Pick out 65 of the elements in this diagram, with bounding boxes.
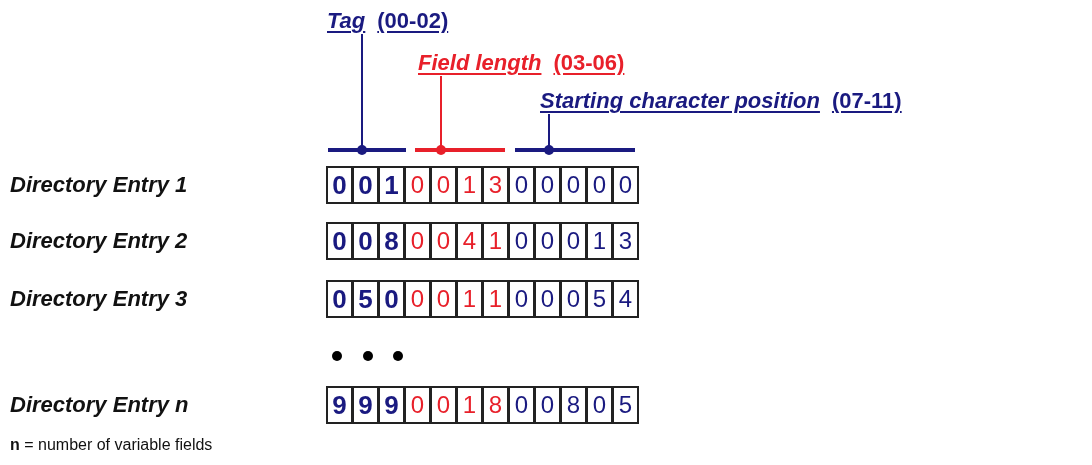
digit: 0	[404, 280, 431, 318]
digit: 0	[430, 166, 457, 204]
digit: 0	[534, 166, 561, 204]
digit: 4	[456, 222, 483, 260]
digit: 1	[456, 280, 483, 318]
digit: 0	[508, 386, 535, 424]
digit: 5	[586, 280, 613, 318]
digit: 0	[352, 222, 379, 260]
digit: 8	[560, 386, 587, 424]
bracket-bar	[515, 148, 635, 152]
row-label: Directory Entry 3	[10, 286, 188, 312]
digit: 0	[404, 222, 431, 260]
digit: 1	[456, 166, 483, 204]
digit: 1	[482, 280, 509, 318]
digit: 0	[326, 280, 353, 318]
digit: 0	[560, 222, 587, 260]
leader-line	[436, 75, 446, 155]
footnote: n = number of variable fields	[10, 436, 213, 454]
digit: 0	[586, 386, 613, 424]
digit: 0	[534, 386, 561, 424]
digit: 0	[430, 222, 457, 260]
digit: 8	[378, 222, 405, 260]
position-range: (07-11)	[831, 88, 902, 113]
digit: 4	[612, 280, 639, 318]
row-label: Directory Entry 2	[10, 228, 188, 254]
digit: 8	[482, 386, 509, 424]
digit: 5	[352, 280, 379, 318]
callout-title: Field length	[418, 50, 542, 75]
digit: 5	[612, 386, 639, 424]
digit: 9	[352, 386, 379, 424]
digit: 0	[326, 166, 353, 204]
row-label: Directory Entry n	[10, 392, 189, 418]
digit: 0	[612, 166, 639, 204]
leader-line	[357, 33, 367, 155]
digit: 1	[586, 222, 613, 260]
digit: 1	[456, 386, 483, 424]
digit: 0	[508, 222, 535, 260]
digit: 3	[612, 222, 639, 260]
digit: 1	[378, 166, 405, 204]
digit: 0	[560, 166, 587, 204]
position-range: (03-06)	[553, 50, 625, 75]
digit: 3	[482, 166, 509, 204]
digit: 0	[534, 222, 561, 260]
digit: 1	[482, 222, 509, 260]
digit: 9	[326, 386, 353, 424]
digit: 0	[378, 280, 405, 318]
row-label: Directory Entry 1	[10, 172, 188, 198]
digit: 0	[508, 166, 535, 204]
digit: 0	[352, 166, 379, 204]
callout-title: Tag	[327, 8, 366, 33]
callout-title: Starting character position	[540, 88, 820, 113]
digit: 0	[430, 386, 457, 424]
digit: 0	[508, 280, 535, 318]
digit: 0	[560, 280, 587, 318]
position-range: (00-02)	[377, 8, 449, 33]
digit: 0	[586, 166, 613, 204]
digit: 0	[534, 280, 561, 318]
bracket-bar	[328, 148, 406, 152]
digit: 0	[326, 222, 353, 260]
digit: 0	[404, 166, 431, 204]
digit: 9	[378, 386, 405, 424]
bracket-bar	[415, 148, 505, 152]
leader-line	[544, 113, 554, 155]
digit: 0	[404, 386, 431, 424]
digit: 0	[430, 280, 457, 318]
